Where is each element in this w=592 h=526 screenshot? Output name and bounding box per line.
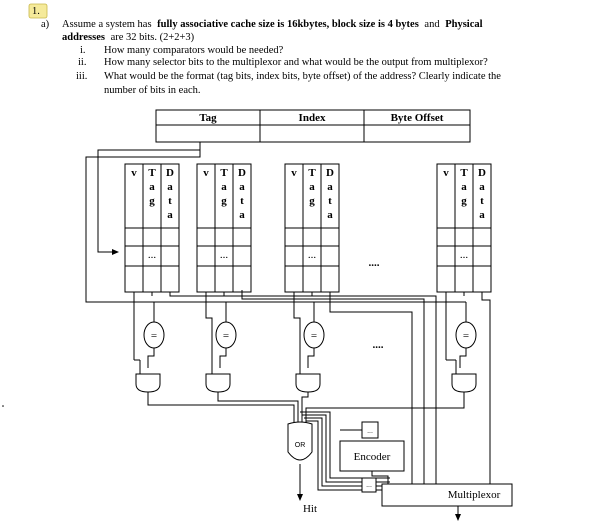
item-3-text-cont: number of bits in each. <box>104 85 201 96</box>
col-tag-2: a <box>309 181 315 193</box>
col-data-2: a <box>167 181 173 193</box>
and-gate-4 <box>451 373 477 393</box>
item-3-marker: iii. <box>76 71 87 82</box>
and-gate-2 <box>205 373 231 393</box>
equal-sign: = <box>151 330 157 342</box>
item-2-marker: ii. <box>78 57 86 68</box>
margin-dot <box>2 405 4 407</box>
cache-block-4: v T a g D a t a ... <box>436 163 492 293</box>
comparator-1: = <box>143 321 165 349</box>
col-tag-3: g <box>461 195 467 207</box>
row-ellipsis: ... <box>220 249 229 261</box>
col-data-4: a <box>327 209 333 221</box>
col-tag-2: a <box>461 181 467 193</box>
row-ellipsis: ... <box>148 249 157 261</box>
col-data-4: a <box>167 209 173 221</box>
intro-text: Assume a system has fully associative ca… <box>62 19 483 30</box>
col-v: v <box>291 167 297 179</box>
item-3-text: What would be the format (tag bits, inde… <box>104 71 501 82</box>
and-gate-1 <box>135 373 161 393</box>
col-tag-2: a <box>221 181 227 193</box>
mux-label: Multiplexor <box>448 489 501 501</box>
blocks-ellipsis: .... <box>369 257 380 269</box>
encoder-output-ellipsis-box <box>361 477 377 493</box>
encoder-output-ellipsis: ... <box>366 482 372 489</box>
question-block: 1. a) Assume a system has fully associat… <box>28 3 501 96</box>
col-data-1: D <box>478 167 486 179</box>
col-data-2: a <box>479 181 485 193</box>
and-gate-3 <box>295 373 321 393</box>
or-label: OR <box>295 442 306 449</box>
field-tag-label: Tag <box>199 112 217 124</box>
item-1-text: How many comparators would be needed? <box>104 45 284 56</box>
col-tag-2: a <box>149 181 155 193</box>
field-index-label: Index <box>299 112 326 124</box>
col-data-4: a <box>479 209 485 221</box>
col-data-3: t <box>168 195 172 207</box>
block-output-wires <box>133 290 491 484</box>
col-v: v <box>443 167 449 179</box>
hit-label: Hit <box>303 503 317 515</box>
equal-sign: = <box>223 330 229 342</box>
comparator-2: = <box>215 321 237 349</box>
col-data-1: D <box>166 167 174 179</box>
row-ellipsis: ... <box>460 249 469 261</box>
and-output-wires <box>147 392 465 491</box>
or-gate: OR <box>287 421 313 461</box>
col-data-1: D <box>326 167 334 179</box>
part-label: a) <box>41 19 50 30</box>
col-data-2: a <box>239 181 245 193</box>
equal-sign: = <box>311 330 317 342</box>
col-v: v <box>203 167 209 179</box>
encoder-label: Encoder <box>354 451 391 463</box>
comparators-ellipsis: .... <box>373 339 384 351</box>
col-tag-3: g <box>309 195 315 207</box>
intro-text-cont: addresses are 32 bits. (2+2+3) <box>62 32 195 43</box>
cache-block-3: v T a g D a t a ... <box>284 163 340 293</box>
col-data-2: a <box>327 181 333 193</box>
comparator-to-and-wires <box>147 348 467 368</box>
col-tag-1: T <box>220 167 228 179</box>
valid-to-and-wires <box>134 359 457 374</box>
equal-sign: = <box>463 330 469 342</box>
field-offset-label: Byte Offset <box>391 112 444 124</box>
comparator-3: = <box>303 321 325 349</box>
col-tag-1: T <box>460 167 468 179</box>
cache-block-1: v T a g D a t a ... <box>124 163 180 293</box>
encoder-input-ellipsis: ... <box>367 428 373 435</box>
col-tag-3: g <box>221 195 227 207</box>
encoder: Encoder <box>339 440 405 472</box>
col-tag-3: g <box>149 195 155 207</box>
col-data-3: t <box>328 195 332 207</box>
multiplexor: Multiplexor <box>381 483 513 507</box>
item-2-text: How many selector bits to the multiplexo… <box>104 57 488 68</box>
col-data-1: D <box>238 167 246 179</box>
row-ellipsis: ... <box>308 249 317 261</box>
address-format: Tag Index Byte Offset <box>155 109 471 143</box>
col-data-4: a <box>239 209 245 221</box>
question-number: 1. <box>32 6 40 17</box>
tag-feed-wires <box>85 142 467 322</box>
comparator-4: = <box>455 321 477 349</box>
col-data-3: t <box>480 195 484 207</box>
col-tag-1: T <box>148 167 156 179</box>
col-v: v <box>131 167 137 179</box>
col-tag-1: T <box>308 167 316 179</box>
cache-block-2: v T a g D a t a ... <box>196 163 252 293</box>
col-data-3: t <box>240 195 244 207</box>
item-1-marker: i. <box>80 45 86 56</box>
question-number-highlight <box>28 3 48 19</box>
